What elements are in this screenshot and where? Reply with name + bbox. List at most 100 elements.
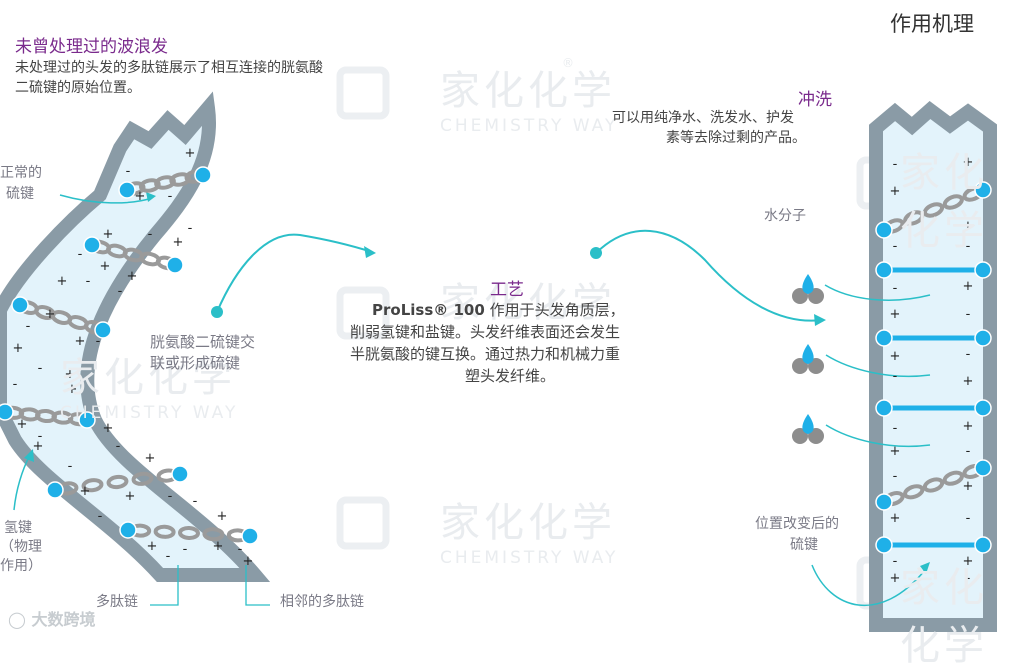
chain-link	[153, 524, 176, 539]
chain-link	[202, 527, 225, 542]
minus-sign: -	[98, 509, 103, 524]
process-line3: 半胱氨酸的键互换。通过热力和机械力重	[350, 345, 621, 363]
mechanism-diagram: -++--++-++--+-+-+-+-+-++-+-+-+-+-++-+-+-…	[0, 66, 997, 632]
minus-sign: -	[893, 469, 898, 484]
hydrogen-atom	[792, 358, 808, 374]
minus-sign: -	[966, 347, 971, 362]
footer-logo-text: 大数跨境	[31, 610, 96, 629]
plus-sign: +	[13, 341, 24, 356]
plus-sign: +	[185, 146, 196, 161]
bond-layer	[0, 166, 992, 554]
chain-link	[106, 474, 129, 490]
minus-sign: -	[966, 511, 971, 526]
plus-sign: +	[963, 279, 974, 294]
minus-sign: -	[966, 239, 971, 254]
adjacent-polypeptide-label: 相邻的多肽链	[280, 594, 364, 610]
hydrogen-label-2: （物理	[0, 539, 42, 555]
plus-sign: +	[217, 509, 228, 524]
arrow-process-start	[590, 247, 602, 259]
process-brand: ProLiss® 100	[372, 301, 485, 319]
minus-sign: -	[893, 554, 898, 569]
untreated-desc-line2: 二硫键的原始位置。	[15, 80, 141, 96]
arrow-normal-bond-head	[146, 192, 156, 202]
arrow-repositioned-head	[920, 562, 930, 574]
repositioned-bond	[875, 329, 992, 347]
plus-sign: +	[963, 419, 974, 434]
rinse-title: 冲洗	[798, 90, 832, 110]
oxygen-droplet	[802, 414, 814, 434]
repositioned-bond	[875, 261, 992, 279]
plus-sign: +	[963, 554, 974, 569]
minus-sign: -	[68, 459, 73, 474]
plus-sign: +	[963, 479, 974, 494]
watermark-logo-mark	[336, 66, 390, 120]
plus-sign: +	[890, 511, 901, 526]
process-line1-rest: 作用于头发角质层，	[484, 301, 625, 319]
rinse-line2: 素等去除过剩的产品。	[666, 130, 806, 146]
plus-sign: +	[103, 421, 114, 436]
plus-sign: +	[65, 367, 76, 382]
water-molecule	[792, 274, 824, 304]
repositioned-label-2: 硫键	[790, 537, 818, 553]
sulfur-atom	[0, 403, 14, 421]
minus-sign: -	[13, 377, 18, 392]
plus-sign: +	[145, 451, 156, 466]
plus-sign: +	[57, 274, 68, 289]
plus-sign: +	[890, 571, 901, 586]
plus-sign: +	[243, 554, 254, 569]
water-molecule	[792, 414, 824, 444]
sulfur-atom	[194, 166, 212, 184]
minus-sign: -	[183, 542, 188, 557]
plus-sign: +	[135, 189, 146, 204]
arrow-water-2	[825, 354, 931, 378]
normal-bond-label-2: 硫键	[6, 186, 34, 202]
sulfur-atom	[974, 181, 992, 199]
sulfur-atom	[974, 261, 992, 279]
minus-sign: -	[188, 221, 193, 236]
hydrogen-atom	[792, 428, 808, 444]
sulfur-atom	[974, 329, 992, 347]
chain-link	[922, 202, 945, 218]
sulfur-atom	[875, 221, 893, 239]
hydrogen-atom	[808, 288, 824, 304]
plus-sign: +	[963, 374, 974, 389]
plus-sign: +	[173, 235, 184, 250]
charge-sign-layer: -++--++-++--+-+-+-+-+-++-+-+-+-+-++-+-+-…	[13, 146, 974, 586]
water-label: 水分子	[764, 208, 806, 224]
minus-sign: -	[168, 489, 173, 504]
chain-link	[81, 478, 104, 493]
footer-logo-icon: ◯	[8, 610, 26, 629]
minus-sign: -	[966, 571, 971, 586]
minus-sign: -	[893, 281, 898, 296]
wavy-hair-strand	[0, 91, 271, 582]
hydrogen-atom	[808, 428, 824, 444]
hydrogen-label-3: 作用）	[0, 558, 42, 574]
oxygen-droplet	[802, 344, 814, 364]
chain-link	[942, 470, 964, 486]
normal-bond-label-1: 正常的	[0, 165, 42, 181]
chain-link	[922, 477, 945, 493]
minus-sign: -	[966, 307, 971, 322]
untreated-title: 未曾处理过的波浪发	[15, 37, 168, 57]
minus-sign: -	[238, 542, 243, 557]
chain-link	[154, 175, 176, 190]
repositioned-bond	[875, 536, 992, 554]
sulfur-atom	[118, 181, 136, 199]
process-line4: 塑头发纤维。	[465, 367, 556, 385]
plus-sign: +	[75, 334, 86, 349]
plus-sign: +	[67, 382, 78, 397]
plus-sign: +	[890, 184, 901, 199]
sulfur-atom	[974, 536, 992, 554]
chain-link	[903, 210, 925, 226]
minus-sign: -	[26, 319, 31, 334]
plus-sign: +	[963, 219, 974, 234]
sulfur-atom	[241, 527, 259, 545]
minus-sign: -	[148, 227, 153, 242]
chain-link	[131, 471, 154, 486]
arrow-process	[595, 229, 823, 322]
plus-sign: +	[33, 439, 44, 454]
arrow-water-3	[825, 424, 931, 448]
plus-sign: +	[125, 489, 136, 504]
plus-sign: +	[213, 539, 224, 554]
plus-sign: +	[45, 307, 56, 322]
